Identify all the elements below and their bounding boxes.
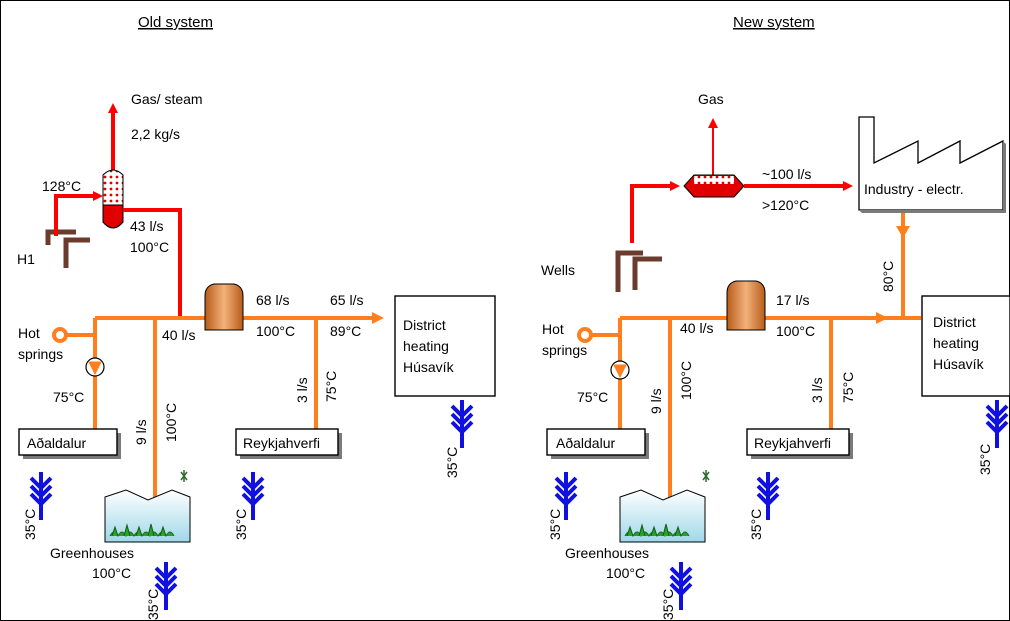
new-tank-out-temp-label: 100°C bbox=[776, 323, 815, 339]
new-district-return-temp: 35°C bbox=[977, 444, 993, 475]
industry-label: Industry - electr. bbox=[864, 181, 964, 197]
old-district-line2: heating bbox=[403, 338, 449, 354]
new-aedaldalur-return-temp: 35°C bbox=[547, 509, 563, 540]
new-district-heating-box bbox=[921, 295, 1010, 397]
new-greenhouse-temp-label: 100°C bbox=[678, 361, 694, 400]
new-industry-flow-label: ~100 l/s bbox=[762, 166, 811, 182]
new-reykja-box bbox=[746, 428, 850, 456]
new-greenhouse-flow-label: 9 l/s bbox=[648, 388, 664, 414]
old-pump-triangle-icon bbox=[88, 361, 102, 376]
old-district-drain-icon bbox=[450, 398, 474, 450]
new-aedaldalur-box bbox=[546, 428, 646, 456]
old-greenhouse-sun-icon bbox=[180, 470, 188, 482]
new-springs-flow-label: 40 l/s bbox=[680, 320, 713, 336]
well-h1-left-icon bbox=[45, 229, 76, 245]
new-pump-triangle-icon bbox=[613, 364, 627, 379]
old-hot-springs-line1: Hot bbox=[18, 325, 40, 341]
old-reykja-label: Reykjahverfi bbox=[243, 435, 320, 451]
new-industry-return-temp-label: 80°C bbox=[880, 261, 896, 292]
new-reykja-flow-label: 3 l/s bbox=[809, 377, 825, 403]
old-springs-flow-label: 40 l/s bbox=[162, 327, 195, 343]
old-pump-temp-label: 75°C bbox=[53, 389, 84, 405]
old-tank-out-flow-label: 68 l/s bbox=[256, 292, 289, 308]
new-greenhouses-temp-label: 100°C bbox=[606, 565, 645, 581]
new-well-right-icon bbox=[632, 256, 662, 290]
old-district-temp-label: 89°C bbox=[330, 323, 361, 339]
old-greenhouse-temp-label: 100°C bbox=[163, 403, 179, 442]
new-springs-link bbox=[591, 318, 622, 337]
new-district-line3: Húsavík bbox=[933, 356, 985, 372]
new-industry-return-arrow-icon bbox=[896, 226, 910, 238]
new-hot-springs-icon bbox=[577, 327, 593, 343]
new-well-pipe bbox=[630, 181, 680, 243]
new-greenhouse-sun-icon bbox=[702, 470, 710, 482]
old-greenhouses-temp-label: 100°C bbox=[92, 565, 131, 581]
new-hot-springs-line1: Hot bbox=[542, 321, 564, 337]
new-greenhouses-label: Greenhouses bbox=[565, 545, 649, 561]
old-separator-flow-label: 43 l/s bbox=[130, 218, 163, 234]
new-reykja-return-temp: 35°C bbox=[748, 509, 764, 540]
old-well-pipe bbox=[54, 191, 103, 236]
old-well-temp-label: 128°C bbox=[42, 178, 81, 194]
old-separator-pipe bbox=[123, 208, 182, 318]
new-gas-label: Gas bbox=[698, 91, 724, 107]
old-district-flow-label: 65 l/s bbox=[330, 292, 363, 308]
old-reykja-return-temp: 35°C bbox=[233, 509, 249, 540]
old-district-heating-box bbox=[394, 295, 496, 397]
old-reykja-flow-label: 3 l/s bbox=[294, 377, 310, 403]
new-system-panel: Industry - electr. District heating Húsa… bbox=[541, 91, 1010, 620]
old-greenhouses-label: Greenhouses bbox=[50, 545, 134, 561]
new-reykja-temp-label: 75°C bbox=[840, 372, 856, 403]
old-aedaldalur-return-temp: 35°C bbox=[22, 509, 38, 540]
old-greenhouse-flow-label: 9 l/s bbox=[133, 419, 149, 445]
new-aedaldalur-label: Aðaldalur bbox=[556, 435, 615, 451]
new-greenhouse-return-temp: 35°C bbox=[660, 589, 676, 620]
old-district-return-temp: 35°C bbox=[444, 447, 460, 478]
old-hot-springs-icon bbox=[52, 327, 68, 343]
old-aedaldalur-label: Aðaldalur bbox=[27, 435, 86, 451]
old-steam-flow-label: 2,2 kg/s bbox=[131, 126, 180, 142]
new-district-line2: heating bbox=[933, 335, 979, 351]
old-district-line1: District bbox=[403, 317, 446, 333]
new-hot-springs-line2: springs bbox=[542, 342, 587, 358]
old-system-title: Old system bbox=[138, 14, 213, 31]
new-reykja-label: Reykjahverfi bbox=[754, 435, 831, 451]
old-springs-link bbox=[66, 318, 97, 337]
old-well-name-label: H1 bbox=[17, 251, 35, 267]
old-greenhouse-return-temp: 35°C bbox=[145, 589, 161, 620]
old-aedaldalur-box bbox=[18, 428, 118, 456]
old-gas-steam-label: Gas/ steam bbox=[131, 91, 203, 107]
new-pump-temp-label: 75°C bbox=[577, 389, 608, 405]
old-reykja-temp-label: 75°C bbox=[323, 371, 339, 402]
new-wells-label: Wells bbox=[541, 262, 575, 278]
new-tank-out-flow-label: 17 l/s bbox=[776, 292, 809, 308]
new-storage-tank-icon bbox=[726, 280, 766, 331]
separator-liquid-icon bbox=[102, 204, 124, 229]
new-industry-temp-label: >120°C bbox=[762, 197, 809, 213]
old-hot-springs-line2: springs bbox=[18, 346, 63, 362]
old-tank-out-temp-label: 100°C bbox=[256, 323, 295, 339]
new-district-drain-icon bbox=[985, 398, 1009, 450]
old-system-panel: District heating Húsavík Aðaldalur Reykj… bbox=[17, 91, 496, 620]
old-storage-tank-icon bbox=[204, 283, 244, 331]
old-district-line3: Húsavík bbox=[403, 359, 455, 375]
well-h1-right-icon bbox=[63, 237, 90, 268]
new-well-left-icon bbox=[615, 250, 643, 292]
new-separator-steam-icon bbox=[694, 176, 734, 184]
old-separator-temp-label: 100°C bbox=[130, 239, 169, 255]
new-system-title: New system bbox=[733, 14, 815, 31]
new-district-line1: District bbox=[933, 314, 976, 330]
old-reykja-box bbox=[235, 428, 339, 456]
